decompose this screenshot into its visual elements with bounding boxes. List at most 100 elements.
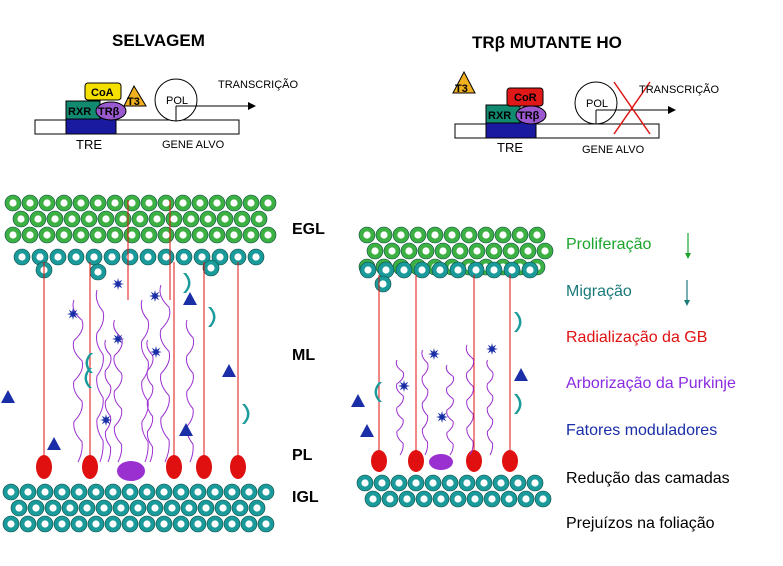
purkinje-soma: [117, 461, 145, 481]
bergmann-glia-soma: [166, 455, 182, 479]
bergmann-glia-soma: [408, 450, 424, 472]
egl-green-cell-core: [43, 231, 50, 238]
legend: ProliferaçãoMigraçãoRadialização da GBAr…: [566, 233, 736, 532]
modulating-factor-star: [436, 411, 448, 423]
igl-cell-core: [531, 479, 538, 486]
egl-green-cell-core: [196, 199, 203, 206]
egl-teal-cell-core: [418, 266, 425, 273]
egl-green-cell-core: [397, 231, 404, 238]
bergmann-glia-soma: [466, 450, 482, 472]
egl-green-cell-core: [111, 231, 118, 238]
egl-green-cell-core: [431, 231, 438, 238]
rxr-label-right: RXR: [488, 110, 511, 122]
legend-item-6: Redução das camadas: [566, 470, 730, 487]
egl-teal-cell-core: [454, 266, 461, 273]
igl-cell-core: [514, 479, 521, 486]
egl-green-cell-core: [145, 231, 152, 238]
igl-cell-core: [109, 520, 116, 527]
igl-cell-core: [480, 479, 487, 486]
igl-cell-core: [194, 520, 201, 527]
migrating-cell-core: [207, 264, 214, 271]
igl-cell-core: [24, 488, 31, 495]
modulating-factor-triangle: [222, 364, 236, 377]
egl-green-cell-core: [60, 231, 67, 238]
egl-teal-cell-core: [180, 253, 187, 260]
modulating-factor-star: [150, 346, 162, 358]
purkinje-dendrite: [73, 300, 83, 462]
tr-label: TRβ: [98, 106, 120, 118]
igl-cell-core: [7, 520, 14, 527]
egl-green-cell-core: [230, 199, 237, 206]
egl-green-cell-core: [499, 231, 506, 238]
egl-teal-cell-core: [252, 253, 259, 260]
egl-green-cell-core: [179, 199, 186, 206]
igl-cell-core: [32, 504, 39, 511]
cor-label: CoR: [514, 92, 537, 104]
modulating-factor-triangle: [47, 437, 61, 450]
egl-teal-cell-core: [144, 253, 151, 260]
bergmann-glia-soma: [36, 455, 52, 479]
modulating-factor-triangle: [1, 390, 15, 403]
igl-cell-core: [126, 520, 133, 527]
igl-cell-core: [75, 488, 82, 495]
igl-cell-core: [92, 520, 99, 527]
igl-cell-core: [83, 504, 90, 511]
igl-cell-core: [41, 520, 48, 527]
purkinje-dendrite: [396, 360, 403, 455]
igl-cell-core: [151, 504, 158, 511]
right-schematic: RXR TRβ CoR T3 POL TRANSCRIÇÃO TRE GENE …: [453, 72, 720, 156]
igl-cell-core: [211, 520, 218, 527]
legend-item-3: Radialização da GB: [566, 329, 707, 346]
egl-green-cell-core: [213, 231, 220, 238]
igl-cell-core: [395, 479, 402, 486]
egl-green-cell-core: [247, 231, 254, 238]
egl-green-cell-core: [111, 199, 118, 206]
igl-cell-core: [168, 504, 175, 511]
legend-item-5: Fatores moduladores: [566, 422, 717, 439]
modulating-factor-triangle: [514, 368, 528, 381]
title-right: TRβ MUTANTE HO: [472, 33, 622, 52]
layer-igl-label: IGL: [292, 489, 319, 506]
wildtype-cerebellum: [1, 195, 276, 532]
egl-green-cell-core: [128, 199, 135, 206]
modulating-factor-star: [67, 308, 79, 320]
egl-green-cell-core: [204, 215, 211, 222]
modulating-factor-star: [486, 343, 498, 355]
igl-cell-core: [66, 504, 73, 511]
egl-green-cell-core: [51, 215, 58, 222]
egl-green-cell-core: [507, 247, 514, 254]
igl-cell-core: [361, 479, 368, 486]
egl-teal-cell-core: [198, 253, 205, 260]
egl-green-cell-core: [465, 231, 472, 238]
egl-green-cell-core: [26, 231, 33, 238]
egl-green-cell-core: [516, 231, 523, 238]
migrating-granule-cell: [514, 312, 522, 332]
bergmann-glia-soma: [82, 455, 98, 479]
igl-cell-core: [41, 488, 48, 495]
tre-label: TRE: [76, 137, 102, 152]
modulating-factor-star: [112, 333, 124, 345]
legend-item-4: Arborização da Purkinje: [566, 375, 736, 392]
egl-green-cell-core: [128, 231, 135, 238]
igl-cell-core: [92, 488, 99, 495]
modulating-factor-triangle: [183, 292, 197, 305]
igl-cell-core: [194, 488, 201, 495]
egl-green-cell-core: [145, 199, 152, 206]
purkinje-dendrite: [105, 340, 111, 462]
purkinje-dendrite: [422, 350, 428, 455]
egl-green-cell-core: [119, 215, 126, 222]
egl-green-cell-core: [179, 231, 186, 238]
egl-teal-cell-core: [108, 253, 115, 260]
title-left: SELVAGEM: [112, 31, 205, 50]
egl-teal-cell-core: [436, 266, 443, 273]
legend-item-2: Migração: [566, 283, 632, 300]
egl-teal-cell-core: [508, 266, 515, 273]
egl-green-cell-core: [490, 247, 497, 254]
purkinje-dendrite: [186, 320, 193, 462]
igl-cell-core: [429, 479, 436, 486]
bergmann-glia-soma: [196, 455, 212, 479]
rxr-label: RXR: [68, 106, 91, 118]
egl-teal-cell-core: [18, 253, 25, 260]
migrating-granule-cell: [375, 382, 383, 402]
migrating-granule-cell: [183, 273, 191, 293]
